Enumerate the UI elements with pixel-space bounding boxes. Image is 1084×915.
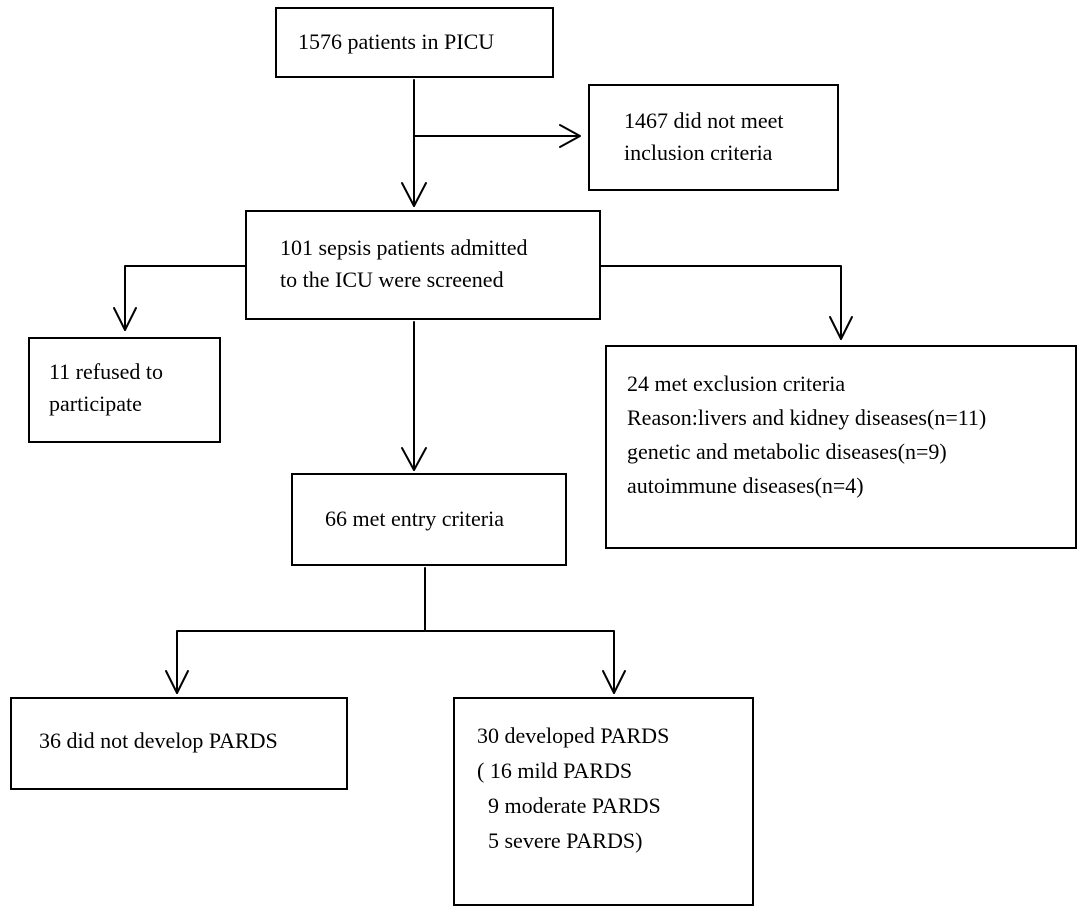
node-text-line: 5 severe PARDS) [477, 828, 643, 853]
node-picu-patients: 1576 patients in PICU [275, 7, 554, 78]
node-text-line: 1467 did not meet [624, 108, 784, 133]
edge-entry-to-pards [424, 630, 615, 694]
arrowhead-no-pards [165, 670, 189, 694]
arrowhead-pards [602, 670, 626, 694]
arrowhead-not-meet [559, 124, 581, 148]
edge-entry-to-no-pards [176, 630, 426, 694]
node-developed-pards: 30 developed PARDS ( 16 mild PARDS 9 mod… [453, 697, 754, 906]
arrowhead-entry [401, 447, 427, 471]
arrowhead-exclusion [829, 316, 853, 340]
node-text-line: 30 developed PARDS [477, 723, 670, 748]
node-text-line: 24 met exclusion criteria [627, 371, 846, 396]
node-text-line: 1576 patients in PICU [298, 29, 495, 54]
edge-screened-to-refused [124, 265, 246, 331]
node-no-pards: 36 did not develop PARDS [10, 697, 348, 790]
node-text-line: 101 sepsis patients admitted [280, 235, 528, 260]
node-text-line: 66 met entry criteria [325, 506, 504, 531]
node-text-line: participate [49, 391, 142, 416]
arrowhead-refused [113, 307, 137, 331]
node-did-not-meet-inclusion: 1467 did not meet inclusion criteria [588, 84, 839, 191]
node-entry-criteria: 66 met entry criteria [291, 473, 567, 566]
arrowhead-screened [401, 182, 427, 207]
node-text-line: Reason:livers and kidney diseases(n=11) [627, 405, 987, 430]
node-text-line: to the ICU were screened [280, 267, 504, 292]
node-text-line: 11 refused to [49, 359, 164, 384]
node-text-line: 36 did not develop PARDS [39, 728, 278, 753]
node-text-line: genetic and metabolic diseases(n=9) [627, 439, 947, 464]
node-refused-participate: 11 refused to participate [28, 337, 221, 443]
edge-screened-to-exclusion [600, 265, 842, 340]
node-exclusion-criteria: 24 met exclusion criteria Reason:livers … [605, 345, 1077, 549]
node-text-line: 9 moderate PARDS [477, 793, 661, 818]
node-text-line: inclusion criteria [624, 140, 773, 165]
node-sepsis-screened: 101 sepsis patients admitted to the ICU … [245, 210, 601, 320]
node-text-line: ( 16 mild PARDS [477, 758, 633, 783]
node-text-line: autoimmune diseases(n=4) [627, 473, 864, 498]
